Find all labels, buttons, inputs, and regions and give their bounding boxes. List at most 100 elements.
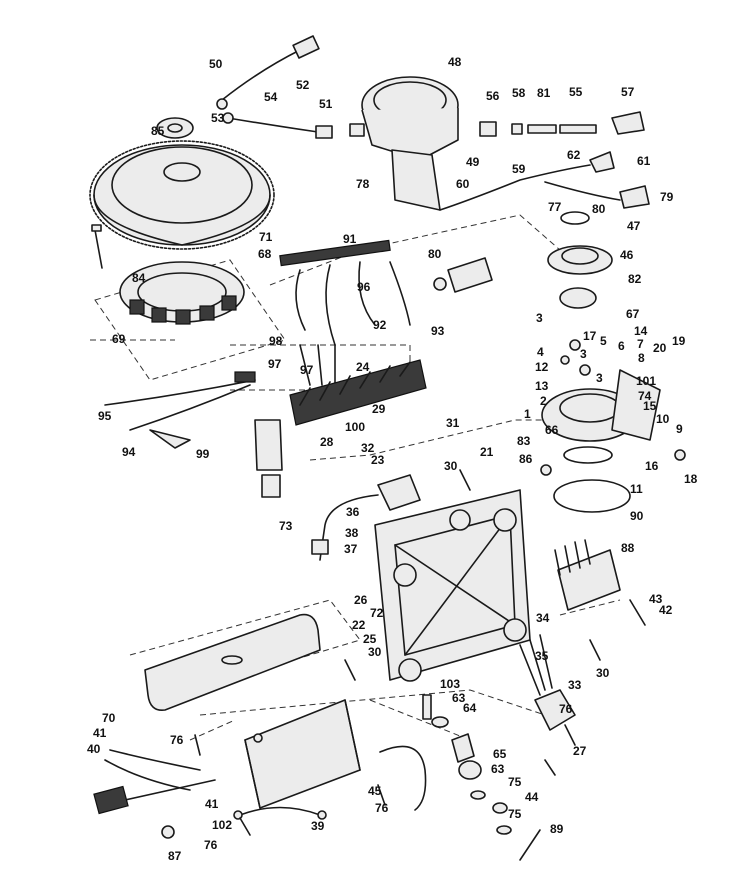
callout: 63	[491, 762, 505, 776]
connector-row	[479, 111, 645, 137]
callout: 89	[550, 822, 564, 836]
callout: 100	[345, 420, 365, 434]
callout-labels: 1 2 3 3 3 4 5 6 7 8 9 10 11 12 13 14 15 …	[87, 55, 698, 863]
callout: 87	[168, 849, 182, 863]
callout: 1	[524, 407, 531, 421]
callout: 48	[448, 55, 462, 69]
lead-45	[379, 745, 427, 811]
spark-plug-leads	[216, 35, 333, 139]
callout: 31	[446, 416, 460, 430]
callout: 65	[493, 747, 507, 761]
callout: 19	[672, 334, 686, 348]
callout: 18	[684, 472, 698, 486]
callout: 28	[320, 435, 334, 449]
callout: 58	[512, 86, 526, 100]
callout: 82	[628, 272, 642, 286]
callout: 45	[368, 784, 382, 798]
callout: 96	[357, 280, 371, 294]
terminal-block	[254, 419, 283, 498]
callout: 16	[645, 459, 659, 473]
callout: 59	[512, 162, 526, 176]
callout: 33	[568, 678, 582, 692]
callout: 29	[372, 402, 386, 416]
callout: 3	[536, 311, 543, 325]
callout: 24	[356, 360, 370, 374]
retainer-rings	[553, 446, 631, 513]
callout: 95	[98, 409, 112, 423]
callout: 54	[264, 90, 278, 104]
callout: 3	[596, 371, 603, 385]
callout: 56	[486, 89, 500, 103]
callout: 47	[627, 219, 641, 233]
callout: 76	[204, 838, 218, 852]
callout: 30	[596, 666, 610, 680]
callout: 3	[580, 347, 587, 361]
timer-plate	[541, 339, 661, 442]
power-pack	[244, 699, 361, 809]
callout: 41	[205, 797, 219, 811]
callout: 15	[643, 399, 657, 413]
distributor-cap	[547, 245, 613, 309]
callout: 22	[352, 618, 366, 632]
wiring-harness	[279, 239, 411, 386]
callout: 88	[621, 541, 635, 555]
callout: 75	[508, 775, 522, 789]
callout: 25	[363, 632, 377, 646]
callout: 7	[637, 337, 644, 351]
callout: 27	[573, 744, 587, 758]
callout: 57	[621, 85, 635, 99]
callout: 78	[356, 177, 370, 191]
callout: 52	[296, 78, 310, 92]
callout: 41	[93, 726, 107, 740]
callout: 14	[634, 324, 648, 338]
callout: 44	[525, 790, 539, 804]
callout: 79	[660, 190, 674, 204]
callout: 63	[452, 691, 466, 705]
callout: 74	[638, 389, 652, 403]
callout: 62	[567, 148, 581, 162]
terminal-board	[289, 359, 427, 426]
callout: 67	[626, 307, 640, 321]
callout: 91	[343, 232, 357, 246]
callout: 11	[630, 482, 643, 496]
switch-box	[554, 539, 621, 611]
callout: 23	[371, 453, 385, 467]
callout: 83	[517, 434, 531, 448]
callout: 37	[344, 542, 358, 556]
stator	[119, 261, 245, 325]
rectifier	[311, 474, 421, 561]
callout: 38	[345, 526, 359, 540]
callout: 99	[196, 447, 210, 461]
callout: 6	[618, 339, 625, 353]
timer-base	[349, 76, 459, 211]
callout: 55	[569, 85, 583, 99]
mounting-plate	[374, 489, 531, 682]
callout: 101	[636, 374, 656, 388]
callout: 50	[209, 57, 223, 71]
callout: 77	[548, 200, 562, 214]
callout: 60	[456, 177, 470, 191]
callout: 81	[537, 86, 551, 100]
washer-85	[156, 117, 194, 139]
coil-80	[433, 257, 493, 293]
callout: 72	[370, 606, 384, 620]
callout: 93	[431, 324, 445, 338]
callout: 85	[151, 124, 165, 138]
callout: 61	[637, 154, 651, 168]
callout: 97	[268, 357, 282, 371]
callout: 26	[354, 593, 368, 607]
callout: 102	[212, 818, 232, 832]
callout: 84	[132, 271, 146, 285]
small-bolts	[161, 449, 686, 839]
callout: 43	[649, 592, 663, 606]
callout: 20	[653, 341, 667, 355]
hardware-stack	[422, 694, 541, 861]
callout: 35	[535, 649, 549, 663]
callout: 80	[592, 202, 606, 216]
callout: 12	[535, 360, 549, 374]
callout: 2	[540, 394, 547, 408]
callout: 76	[559, 702, 573, 716]
callout: 13	[535, 379, 549, 393]
ground-lead	[233, 806, 327, 820]
